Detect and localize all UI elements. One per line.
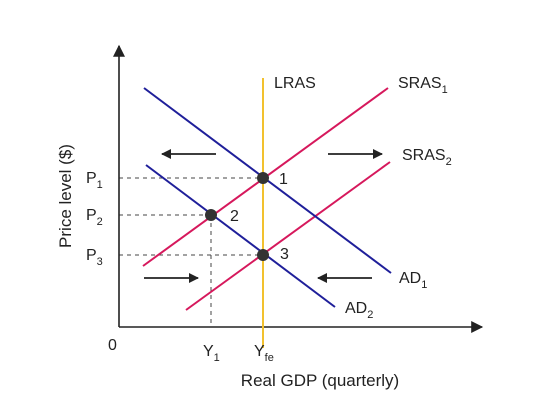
ad2-label-sub: 2 [367, 309, 373, 321]
sras2-label-sub: 2 [446, 156, 452, 168]
p2-sub: 2 [97, 216, 103, 228]
y1-sub: 1 [214, 352, 220, 364]
price-level-p1: P1 [86, 170, 103, 191]
price-level-p3: P3 [86, 247, 103, 268]
p1-sub: 1 [97, 179, 103, 191]
p3-sub: 3 [97, 256, 103, 268]
p1-main: P [86, 170, 97, 187]
ad1-label-sub: 1 [421, 279, 427, 291]
price-level-p2: P2 [86, 207, 103, 228]
ad2-line [145, 164, 336, 308]
yfe-sub: fe [265, 352, 274, 364]
point-label-1: 1 [279, 171, 288, 188]
yfe-main: Y [254, 343, 265, 360]
point-label-3: 3 [280, 246, 289, 263]
equilibrium-point-2 [205, 209, 217, 221]
y-axis-title: Price level ($) [56, 144, 75, 248]
ad1-label-main: AD [399, 270, 421, 287]
output-level-y1: Y1 [203, 343, 220, 364]
y1-main: Y [203, 343, 214, 360]
sras2-line [185, 161, 391, 311]
ad1-label: AD1 [399, 270, 427, 291]
sras1-label-main: SRAS [398, 75, 442, 92]
equilibrium-point-1 [257, 172, 269, 184]
ad2-label-main: AD [345, 300, 367, 317]
sras1-label: SRAS1 [398, 75, 448, 96]
sras2-label-main: SRAS [402, 147, 446, 164]
x-axis-title: Real GDP (quarterly) [241, 371, 399, 390]
origin-label: 0 [108, 337, 117, 354]
equilibrium-point-3 [257, 249, 269, 261]
sras1-label-sub: 1 [442, 84, 448, 96]
p2-main: P [86, 207, 97, 224]
point-label-2: 2 [230, 208, 239, 225]
sras2-label: SRAS2 [402, 147, 452, 168]
output-level-yfe: Yfe [254, 343, 274, 364]
p3-main: P [86, 247, 97, 264]
lras-label: LRAS [274, 75, 316, 92]
ad2-label: AD2 [345, 300, 373, 321]
